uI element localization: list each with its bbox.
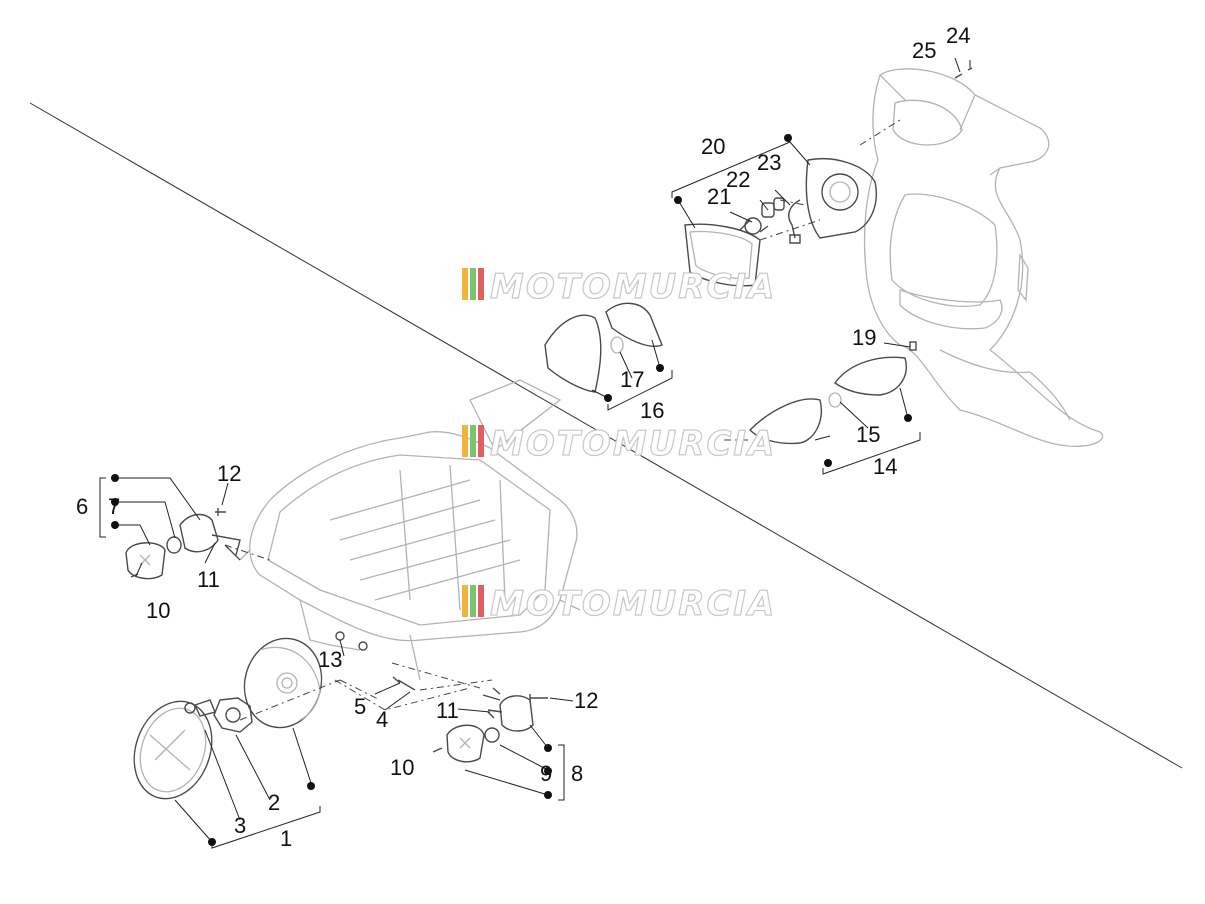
side-signal-left-lens-part xyxy=(125,542,166,580)
callout-12-left: 12 xyxy=(217,461,241,486)
watermark-top: MOTOMURCIA xyxy=(462,266,776,308)
headlamp-shell-part xyxy=(243,637,323,729)
callout-1: 1 xyxy=(280,826,292,851)
callout-11-left: 11 xyxy=(197,567,220,592)
headlamp-bulb-holder-part xyxy=(213,697,253,733)
headlamp-rim-part xyxy=(133,700,213,800)
svg-text:MOTOMURCIA: MOTOMURCIA xyxy=(490,584,776,624)
callout-8: 8 xyxy=(571,761,583,786)
callout-24: 24 xyxy=(946,23,970,48)
callout-17: 17 xyxy=(620,367,644,392)
callout-22: 22 xyxy=(726,167,750,192)
turn-signal-lens-left-part xyxy=(544,314,602,393)
headlamp-bulb-part xyxy=(184,699,216,717)
callout-21: 21 xyxy=(707,184,731,209)
headlight-lens-part xyxy=(684,223,761,287)
section-divider-line xyxy=(29,102,1183,769)
callout-5: 5 xyxy=(354,694,366,719)
side-signal-right-bulb-part xyxy=(484,727,500,743)
front-shield-part xyxy=(863,68,1104,447)
callout-2: 2 xyxy=(268,790,280,815)
callout-15: 15 xyxy=(856,422,880,447)
side-signal-left-bulb-part xyxy=(166,536,182,554)
callout-4: 4 xyxy=(376,707,388,732)
callout-7: 7 xyxy=(108,494,120,519)
callout-10-right: 10 xyxy=(390,755,414,780)
callout-11-right: 11 xyxy=(436,698,459,723)
headlight-housing-part xyxy=(788,158,877,244)
watermark-middle: MOTOMURCIA xyxy=(462,423,776,465)
callout-16: 16 xyxy=(640,398,664,423)
svg-text:MOTOMURCIA: MOTOMURCIA xyxy=(490,267,776,307)
callout-3: 3 xyxy=(234,813,246,838)
callout-6: 6 xyxy=(76,494,88,519)
callout-20: 20 xyxy=(701,134,725,159)
headlight-bulb-part xyxy=(739,217,769,235)
callout-23: 23 xyxy=(757,150,781,175)
side-signal-right-housing-part xyxy=(482,694,534,732)
callout-12-right: 12 xyxy=(574,688,598,713)
turn-signal-housing-right-part xyxy=(828,341,917,408)
callout-14: 14 xyxy=(873,454,897,479)
callout-10-left: 10 xyxy=(146,598,170,623)
callout-19: 19 xyxy=(852,325,876,350)
callout-25: 25 xyxy=(912,38,936,63)
screw-hardware-parts xyxy=(130,67,973,753)
watermark-bottom: MOTOMURCIA xyxy=(462,583,776,625)
assembly-lines xyxy=(224,119,901,721)
turn-signal-housing-left-part xyxy=(605,302,663,354)
callout-13: 13 xyxy=(318,647,342,672)
bulb-socket-part xyxy=(761,197,785,218)
side-signal-right-lens-part xyxy=(446,724,485,763)
callout-9: 9 xyxy=(540,761,552,786)
svg-text:MOTOMURCIA: MOTOMURCIA xyxy=(490,424,776,464)
callout-labels: 1 2 3 4 5 6 7 8 9 10 10 11 11 12 12 13 1… xyxy=(76,23,970,851)
turn-signal-lens-right-part xyxy=(749,398,822,445)
side-signal-left-housing-part xyxy=(179,513,241,561)
callout-dots xyxy=(111,134,912,846)
front-rack-part xyxy=(239,379,581,681)
